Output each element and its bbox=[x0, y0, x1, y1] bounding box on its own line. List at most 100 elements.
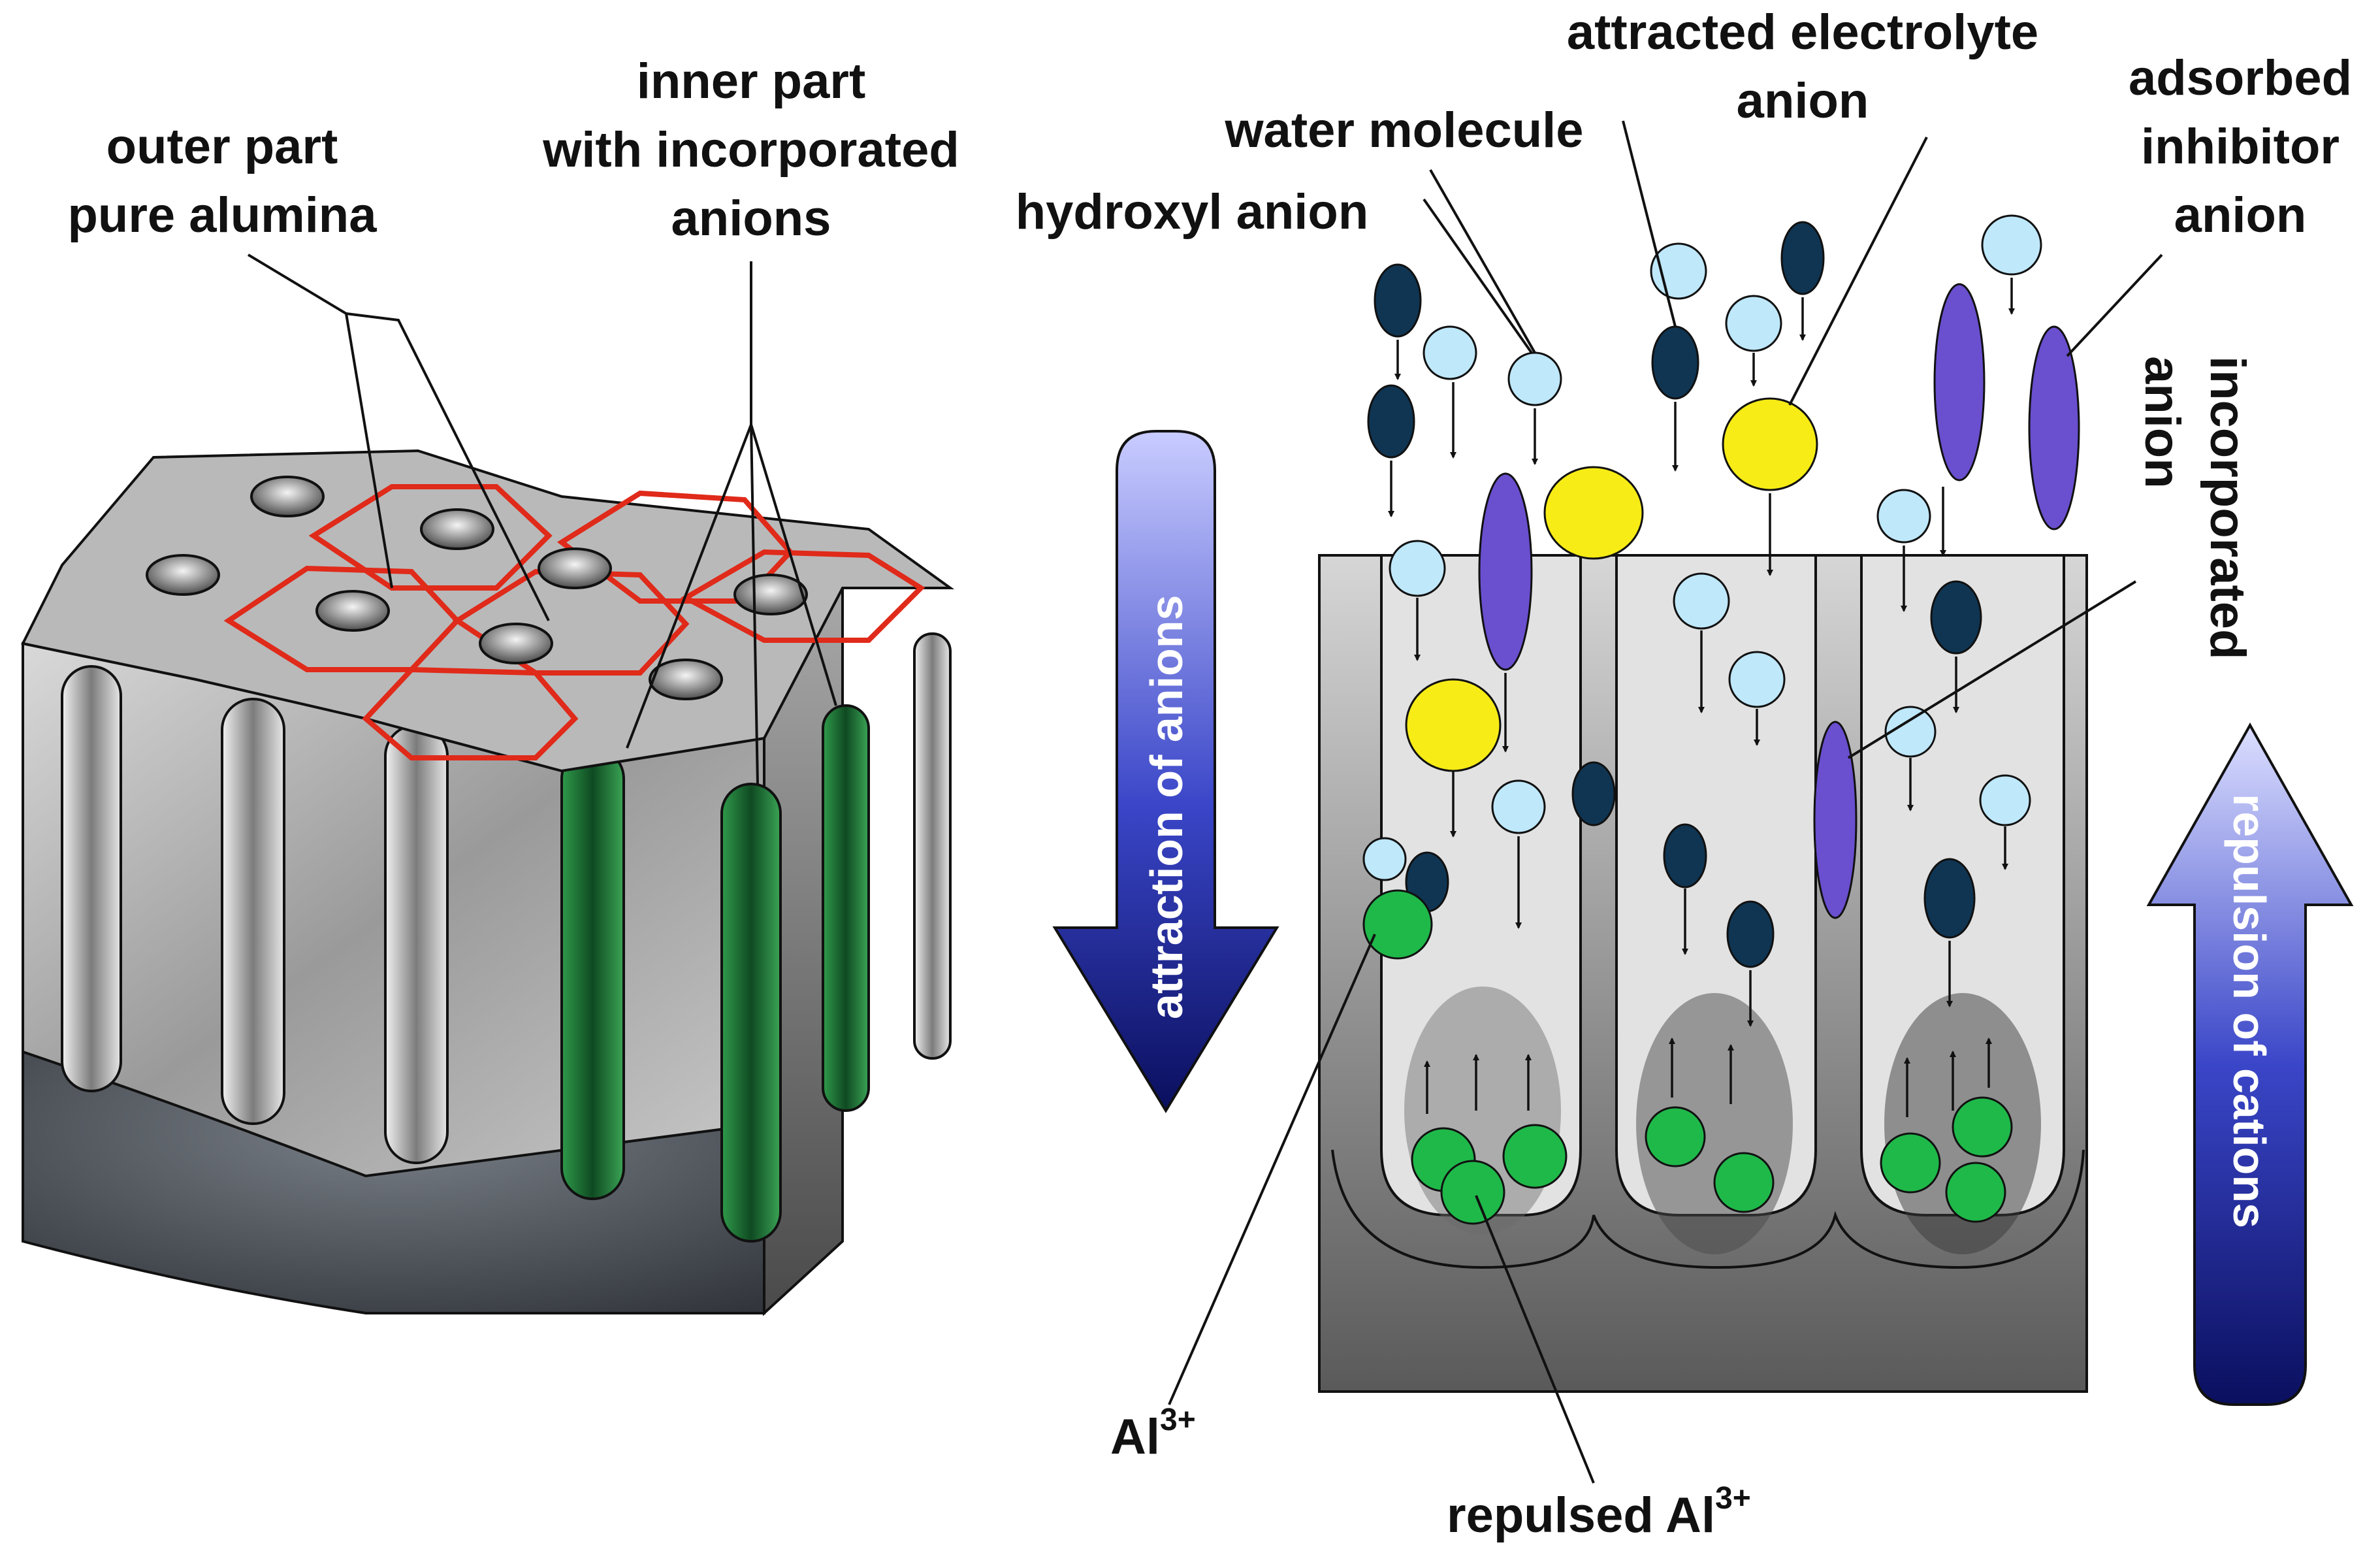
water-molecule bbox=[1507, 351, 1562, 406]
pore-mouth bbox=[649, 659, 723, 700]
attraction-of-anions-text: attraction of anions bbox=[1141, 595, 1192, 1019]
inhibitor-anion-leader bbox=[2066, 253, 2163, 357]
hexagon-cell bbox=[362, 666, 579, 760]
electrolyte-anions bbox=[1405, 397, 1818, 772]
al-ion-leader bbox=[1168, 934, 1376, 1405]
pore-mouth bbox=[315, 590, 390, 632]
repulsed-al-label: repulsed Al3+ bbox=[1447, 1481, 1751, 1543]
water-molecule-leader bbox=[1429, 169, 1536, 353]
pore-mouth bbox=[420, 508, 494, 550]
pore-channel bbox=[913, 632, 952, 1060]
hydroxyl-anion bbox=[1780, 221, 1825, 295]
hydroxyl-anion-label: hydroxyl anion bbox=[1016, 184, 1369, 240]
hydroxyl-anions bbox=[1367, 221, 1982, 968]
water-molecule bbox=[1389, 540, 1446, 597]
down-arrow-shape bbox=[1052, 430, 1279, 1113]
svg-text:with incorporated: with incorporated bbox=[542, 122, 959, 178]
hydroxyl-anion bbox=[1651, 325, 1699, 400]
al-cation bbox=[1945, 1162, 2006, 1223]
svg-text:repulsed Al3+: repulsed Al3+ bbox=[1447, 1481, 1751, 1543]
incorporated-anion-label: incorporated anion bbox=[2134, 356, 2255, 660]
inner-part-leader bbox=[750, 424, 759, 785]
hexagon-cell bbox=[680, 549, 925, 643]
pore-mouth bbox=[538, 547, 612, 589]
water-molecule bbox=[1725, 295, 1782, 352]
repulsed-al-leader bbox=[1475, 1195, 1595, 1484]
hydroxyl-anion-leader bbox=[1423, 198, 1533, 354]
pore-mouth bbox=[479, 623, 553, 664]
water-molecule bbox=[1423, 325, 1477, 380]
repulsed-al-sup: 3+ bbox=[1715, 1481, 1751, 1516]
svg-text:attracted electrolyte: attracted electrolyte bbox=[1567, 5, 2038, 60]
svg-text:anion: anion bbox=[2174, 188, 2307, 243]
al-cation bbox=[1502, 1124, 1568, 1189]
al-cation bbox=[1952, 1096, 2013, 1158]
svg-text:anion: anion bbox=[1737, 73, 1869, 129]
svg-text:anion: anion bbox=[2134, 356, 2190, 489]
electrolyte-anion-leader bbox=[1788, 137, 1928, 406]
inhibitor-anion-label: adsorbed inhibitor anion bbox=[2129, 50, 2352, 243]
inner-part-leader bbox=[750, 424, 837, 706]
svg-text:Al3+: Al3+ bbox=[1110, 1403, 1196, 1465]
inhibitor-anion bbox=[2028, 325, 2080, 530]
inhibitor-anion bbox=[1813, 721, 1857, 919]
svg-text:adsorbed: adsorbed bbox=[2129, 50, 2352, 106]
water-molecule bbox=[1491, 779, 1546, 834]
outer-part-leader bbox=[346, 312, 550, 621]
water-molecule bbox=[1673, 572, 1730, 630]
water-molecules bbox=[1362, 214, 2042, 881]
hydroxyl-anion bbox=[1571, 761, 1616, 826]
barrier-layer-line bbox=[1331, 1149, 2085, 1269]
repulsed-al-base: repulsed Al bbox=[1447, 1488, 1715, 1543]
pore-mouth bbox=[733, 574, 808, 615]
hydroxyl-anion bbox=[1726, 900, 1775, 968]
al-cation bbox=[1880, 1132, 1941, 1194]
inhibitor-anions bbox=[1478, 283, 2080, 919]
electrolyte-anion bbox=[1543, 466, 1644, 560]
green-pores bbox=[560, 704, 870, 1243]
oxide-block-3d bbox=[21, 449, 955, 1316]
water-molecule bbox=[1876, 489, 1931, 544]
inhibitor-anion bbox=[1933, 283, 1986, 481]
repulsion-of-cations-text: repulsion of cations bbox=[2224, 794, 2275, 1228]
repulsion-arrow: repulsion of cations bbox=[2146, 722, 2354, 1406]
incorporated-anion-leader bbox=[1847, 580, 2137, 759]
al-cations bbox=[1362, 889, 2013, 1225]
hydroxyl-anion bbox=[1374, 263, 1422, 338]
svg-text:outer part: outer part bbox=[106, 119, 338, 174]
al-cation bbox=[1713, 1152, 1775, 1213]
water-molecule bbox=[1362, 837, 1407, 881]
attraction-arrow: attraction of anions bbox=[1052, 430, 1279, 1113]
hydroxyl-anion bbox=[1930, 580, 1982, 655]
water-molecule-label: water molecule bbox=[1224, 103, 1583, 158]
water-molecule bbox=[1728, 651, 1786, 708]
pore-channel bbox=[221, 698, 285, 1125]
svg-text:inhibitor: inhibitor bbox=[2141, 119, 2340, 174]
electrolyte-anion-label: attracted electrolyte anion bbox=[1567, 5, 2038, 129]
water-molecule bbox=[1650, 242, 1707, 300]
up-arrow-shape bbox=[2146, 722, 2354, 1406]
svg-text:inner part: inner part bbox=[637, 54, 866, 109]
al-cation bbox=[1645, 1106, 1706, 1167]
al-cation bbox=[1440, 1160, 1505, 1225]
al-ion-label: Al3+ bbox=[1110, 1403, 1196, 1465]
anion-pore-channel bbox=[822, 704, 870, 1112]
inner-part-leader bbox=[626, 424, 752, 749]
hydroxyl-anion bbox=[1367, 384, 1415, 459]
inner-part-label: inner part with incorporated anions bbox=[542, 54, 959, 246]
electrolyte-anion-leader bbox=[1622, 120, 1677, 327]
anion-pore-channel bbox=[560, 747, 625, 1200]
svg-text:anions: anions bbox=[671, 191, 831, 246]
al-cation bbox=[1362, 889, 1433, 960]
pore-channel bbox=[61, 665, 122, 1092]
pore-channel bbox=[384, 724, 449, 1164]
pore-mouth bbox=[146, 554, 220, 596]
al-ion-base: Al bbox=[1110, 1409, 1160, 1465]
water-molecule bbox=[1979, 774, 2031, 826]
inhibitor-anion bbox=[1478, 472, 1533, 671]
electrolyte-anion bbox=[1722, 397, 1818, 491]
pore-mouths bbox=[146, 476, 808, 700]
svg-text:pure alumina: pure alumina bbox=[68, 188, 378, 243]
grey-pores bbox=[61, 665, 449, 1164]
